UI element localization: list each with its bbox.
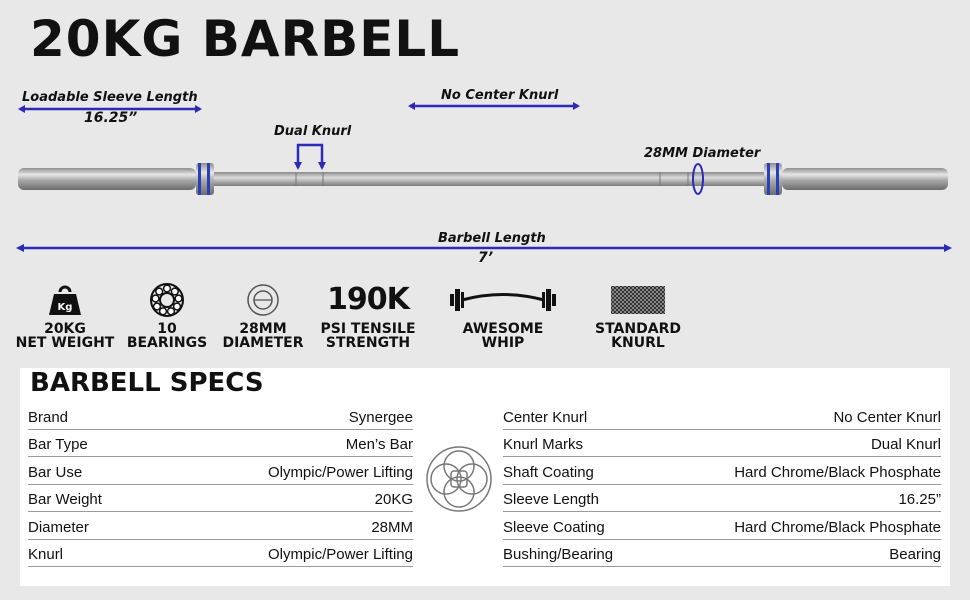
feature-line1: AWESOME	[462, 321, 544, 337]
spec-value: Dual Knurl	[870, 436, 941, 453]
spec-label: Shaft Coating	[503, 463, 594, 481]
spec-label: Bar Weight	[28, 491, 102, 508]
feature-line2: BEARINGS	[126, 335, 208, 351]
spec-value: Synergee	[348, 408, 413, 426]
spec-row: Bar Type Men’s Bar	[28, 430, 413, 457]
weight-icon-text: Kg	[58, 302, 73, 313]
barbell-length-value: 7’	[478, 250, 494, 266]
tensile-icon: 190K	[327, 282, 410, 317]
spec-row: Sleeve Length 16.25”	[503, 485, 941, 512]
spec-value: 16.25”	[898, 491, 941, 508]
weight-icon: Kg	[49, 285, 81, 315]
feature-line2: DIAMETER	[222, 335, 304, 351]
center-dimension-line	[408, 102, 580, 110]
bearing-icon	[150, 283, 184, 317]
spec-value: 28MM	[371, 518, 413, 536]
spec-value: No Center Knurl	[833, 408, 941, 426]
spec-row: Brand Synergee	[28, 402, 413, 430]
diameter-label: 28MM Diameter	[644, 146, 761, 161]
spec-value: 20KG	[374, 491, 413, 508]
spec-label: Bar Use	[28, 463, 83, 481]
dual-knurl-marker	[296, 143, 324, 168]
spec-value: Hard Chrome/Black Phosphate	[734, 463, 941, 481]
specs-panel: BARBELL SPECS Brand Synergee Bar Type Men’…	[20, 368, 950, 586]
spec-label: Sleeve Length	[503, 491, 599, 508]
spec-value: Hard Chrome/Black Phosphate	[734, 518, 941, 536]
knurl-icon	[611, 286, 665, 314]
spec-label: Bushing/Bearing	[503, 546, 614, 563]
no-center-knurl-label: No Center Knurl	[441, 88, 559, 103]
logo-icon	[426, 446, 492, 512]
feature-line1: 20KG	[44, 321, 86, 337]
spec-label: Bar Type	[28, 436, 88, 453]
spec-label: Diameter	[28, 518, 89, 536]
spec-value: Bearing	[889, 546, 941, 563]
spec-label: Sleeve Coating	[503, 518, 605, 536]
spec-label: Knurl Marks	[503, 436, 584, 453]
specs-right-column: Center Knurl No Center Knurl Knurl Marks D…	[503, 402, 941, 567]
spec-label: Center Knurl	[503, 408, 588, 426]
length-dimension-line	[16, 244, 952, 252]
sleeve-length-value: 16.25”	[84, 110, 138, 126]
feature-line1: PSI TENSILE	[320, 321, 416, 337]
feature-line1: STANDARD	[595, 321, 681, 337]
diameter-icon	[247, 284, 279, 316]
spec-label: Knurl	[28, 546, 64, 563]
spec-row: Sleeve Coating Hard Chrome/Black Phosphat…	[503, 512, 941, 540]
spec-row: Shaft Coating Hard Chrome/Black Phosphate	[503, 457, 941, 485]
spec-row: Bushing/Bearing Bearing	[503, 540, 941, 567]
barbell-illustration	[16, 102, 952, 252]
diameter-marker	[692, 163, 704, 195]
spec-row: Knurl Olympic/Power Lifting	[28, 540, 413, 567]
barbell-length-label: Barbell Length	[438, 231, 546, 246]
spec-row: Diameter 28MM	[28, 512, 413, 540]
feature-line1: 28MM	[239, 321, 287, 337]
sleeve-length-label: Loadable Sleeve Length	[22, 90, 198, 105]
spec-row: Bar Weight 20KG	[28, 485, 413, 512]
spec-row: Center Knurl No Center Knurl	[503, 402, 941, 430]
feature-line2: WHIP	[481, 335, 525, 351]
spec-value: Olympic/Power Lifting	[267, 546, 413, 563]
feature-line2: NET WEIGHT	[15, 335, 115, 351]
spec-value: Olympic/Power Lifting	[267, 463, 413, 481]
spec-row: Bar Use Olympic/Power Lifting	[28, 457, 413, 485]
page-title: 20KG BARBELL	[30, 10, 461, 68]
dual-knurl-label: Dual Knurl	[274, 124, 352, 139]
sleeve-dimension-line	[18, 105, 202, 113]
spec-value: Men’s Bar	[345, 436, 413, 453]
feature-line2: KNURL	[611, 335, 665, 351]
barbell-bar	[18, 163, 948, 195]
specs-heading: BARBELL SPECS	[30, 368, 264, 398]
feature-line2: STRENGTH	[325, 335, 411, 351]
whip-icon	[450, 289, 556, 311]
feature-line1: 10	[157, 321, 177, 337]
spec-label: Brand	[28, 408, 69, 426]
spec-row: Knurl Marks Dual Knurl	[503, 430, 941, 457]
